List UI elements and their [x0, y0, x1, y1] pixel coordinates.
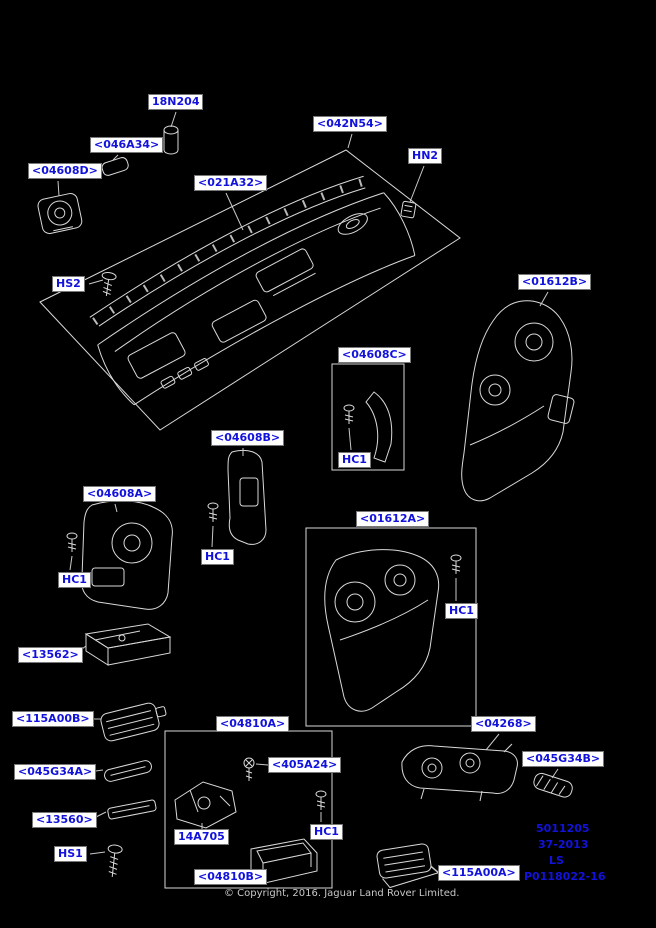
clip-icon: [343, 404, 355, 425]
part-label-04608d[interactable]: <04608D>: [28, 163, 102, 179]
end-panel-drawing-04608a: [66, 500, 173, 610]
dashboard-drawing: [89, 175, 416, 406]
clip-drawing-hn2: [400, 200, 417, 219]
part-label-04810a[interactable]: <04810A>: [216, 716, 290, 732]
pad-drawing-045g34b: [533, 772, 573, 798]
drawing-info-line-2: 37-2013: [538, 838, 589, 851]
screw-drawing-hs1: [107, 844, 123, 877]
part-label-04608b[interactable]: <04608B>: [211, 430, 285, 446]
latch-drawing-14a705: [174, 781, 237, 829]
bracket-drawing-04608c: [331, 363, 405, 471]
part-label-04810b[interactable]: <04810B>: [194, 869, 268, 885]
end-panel-drawing-01612b: [461, 300, 575, 502]
pad-drawing-046a34: [101, 157, 129, 176]
speaker-grille-drawing-04608d: [37, 193, 83, 234]
part-label-04608a[interactable]: <04608A>: [83, 486, 157, 502]
part-label-115a00b[interactable]: <115A00B>: [12, 711, 94, 727]
clip-icon: [207, 502, 219, 523]
part-label-hc1-2[interactable]: HC1: [201, 549, 234, 565]
part-label-hc1-4[interactable]: HC1: [445, 603, 478, 619]
part-label-405a24[interactable]: <405A24>: [268, 757, 342, 773]
clip-icon: [66, 532, 78, 553]
console-panel-drawing-01612a: [305, 527, 477, 727]
part-label-045g34b[interactable]: <045G34B>: [522, 751, 605, 767]
screw-drawing-hs2: [101, 271, 117, 296]
part-label-042n54[interactable]: <042N54>: [313, 116, 387, 132]
part-label-01612a[interactable]: <01612A>: [356, 511, 430, 527]
part-label-14a705[interactable]: 14A705: [174, 829, 229, 845]
part-label-01612b[interactable]: <01612B>: [518, 274, 592, 290]
part-label-hc1-1[interactable]: HC1: [338, 452, 371, 468]
module-drawing-13562: [84, 623, 172, 666]
part-label-hs2[interactable]: HS2: [52, 276, 85, 292]
part-label-04608c[interactable]: <04608C>: [338, 347, 411, 363]
bracket-drawing-04268: [401, 743, 518, 802]
part-label-18n204[interactable]: 18N204: [148, 94, 204, 110]
part-label-13562[interactable]: <13562>: [18, 647, 83, 663]
clip-icon: [315, 790, 327, 811]
part-label-021a32[interactable]: <021A32>: [194, 175, 268, 191]
part-label-045g34a[interactable]: <045G34A>: [14, 764, 97, 780]
trim-drawing-045g34a: [104, 760, 152, 782]
part-label-04268[interactable]: <04268>: [471, 716, 536, 732]
drawing-info-line-1: 5011205: [536, 822, 590, 835]
part-label-hn2[interactable]: HN2: [408, 148, 443, 164]
clip-icon: [450, 554, 462, 575]
part-label-046a34[interactable]: <046A34>: [90, 137, 164, 153]
part-label-115a00a[interactable]: <115A00A>: [438, 865, 520, 881]
screw-drawing-405a24: [243, 757, 255, 781]
bracket-drawing-04608b: [207, 449, 267, 545]
part-label-hc1-3[interactable]: HC1: [58, 572, 91, 588]
drawing-info-line-3: LS: [549, 854, 564, 867]
vent-drawing-115a00b: [100, 702, 167, 742]
trim-drawing-13560: [107, 799, 157, 820]
vent-drawing-115a00a: [376, 843, 440, 889]
part-label-13560[interactable]: <13560>: [32, 812, 97, 828]
copyright-notice: © Copyright, 2016. Jaguar Land Rover Lim…: [224, 888, 460, 899]
part-label-hc1-5[interactable]: HC1: [310, 824, 343, 840]
grommet-drawing-18n204: [163, 125, 179, 155]
assembly-box-outline: [39, 149, 461, 431]
part-label-hs1[interactable]: HS1: [54, 846, 87, 862]
drawing-info-line-4: P0118022-16: [524, 870, 606, 883]
sub-assembly-box-04810a: [164, 730, 333, 889]
